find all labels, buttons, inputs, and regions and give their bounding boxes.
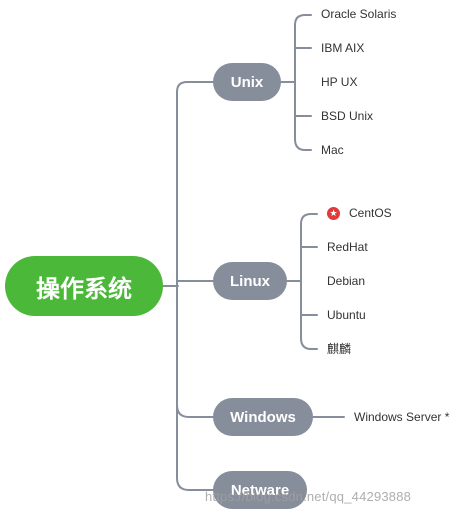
leaf-mac[interactable]: Mac (321, 143, 344, 157)
leaf-ibm-aix[interactable]: IBM AIX (321, 41, 365, 55)
leaf-centos[interactable]: CentOS (349, 206, 392, 220)
leaf-ubuntu[interactable]: Ubuntu (327, 308, 366, 322)
branch-node-netware[interactable]: Netware (213, 471, 307, 509)
leaf-redhat[interactable]: RedHat (327, 240, 368, 254)
leaf-windows-server[interactable]: Windows Server * (354, 410, 450, 424)
root-node-operating-system[interactable]: 操作系统 (5, 256, 163, 316)
star-icon: ★ (327, 207, 340, 220)
branch-node-linux[interactable]: Linux (213, 262, 287, 300)
leaf-kylin[interactable]: 麒麟 (327, 342, 352, 356)
leaf-oracle-solaris[interactable]: Oracle Solaris (321, 7, 397, 21)
leaf-hp-ux[interactable]: HP UX (321, 75, 358, 89)
watermark: https://blog.csdn.net/qq_44293888 (205, 489, 412, 504)
leaf-debian[interactable]: Debian (327, 274, 366, 288)
leaf-bsd-unix[interactable]: BSD Unix (321, 109, 374, 123)
branch-node-windows[interactable]: Windows (213, 398, 313, 436)
branch-node-unix[interactable]: Unix (213, 63, 281, 101)
